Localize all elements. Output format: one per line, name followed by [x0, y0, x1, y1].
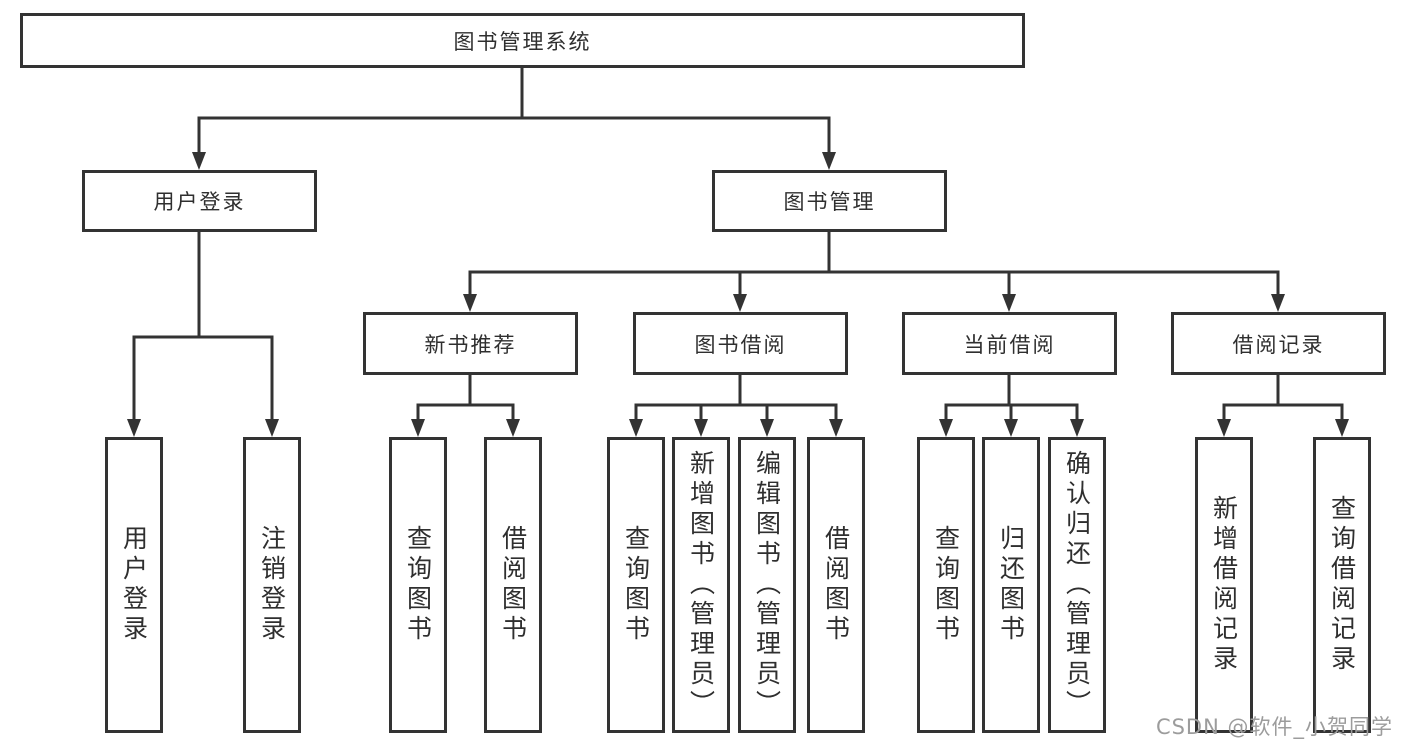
node-edit-book-admin-label: 编辑图书（管理员） — [752, 450, 782, 720]
node-current-borrow-label: 当前借阅 — [963, 332, 1056, 357]
watermark: CSDN @软件_小贺同学 — [1155, 715, 1393, 739]
node-book-borrow-label: 图书借阅 — [694, 332, 787, 357]
node-add-book-admin: 新增图书（管理员） — [672, 437, 730, 733]
node-query-books-borrow: 查询图书 — [607, 437, 665, 733]
node-borrow-records: 借阅记录 — [1171, 312, 1386, 375]
node-query-books-current-label: 查询图书 — [931, 525, 961, 645]
node-logout: 注销登录 — [243, 437, 301, 733]
node-book-management-label: 图书管理 — [783, 190, 876, 214]
node-query-borrow-record: 查询借阅记录 — [1313, 437, 1371, 733]
node-confirm-return-admin: 确认归还（管理员） — [1048, 437, 1106, 733]
node-logout-label: 注销登录 — [257, 525, 287, 645]
node-add-book-admin-label: 新增图书（管理员） — [686, 450, 716, 720]
node-confirm-return-admin-label: 确认归还（管理员） — [1062, 450, 1092, 720]
node-add-borrow-record-label: 新增借阅记录 — [1209, 495, 1239, 675]
node-query-books-borrow-label: 查询图书 — [621, 525, 651, 645]
node-borrow-books-recommend: 借阅图书 — [484, 437, 542, 733]
node-borrow-books: 借阅图书 — [807, 437, 865, 733]
node-login: 用户登录 — [105, 437, 163, 733]
node-query-books-recommend-label: 查询图书 — [403, 525, 433, 645]
node-add-borrow-record: 新增借阅记录 — [1195, 437, 1253, 733]
node-book-borrow: 图书借阅 — [633, 312, 848, 375]
node-return-book: 归还图书 — [982, 437, 1040, 733]
node-user-login: 用户登录 — [82, 170, 317, 232]
node-new-book-recommend-label: 新书推荐 — [424, 332, 517, 357]
node-return-book-label: 归还图书 — [996, 525, 1026, 645]
node-edit-book-admin: 编辑图书（管理员） — [738, 437, 796, 733]
node-borrow-books-label: 借阅图书 — [821, 525, 851, 645]
node-book-management: 图书管理 — [712, 170, 947, 232]
node-root-label: 图书管理系统 — [453, 29, 592, 54]
node-user-login-label: 用户登录 — [153, 190, 246, 214]
node-query-books-recommend: 查询图书 — [389, 437, 447, 733]
node-query-books-current: 查询图书 — [917, 437, 975, 733]
node-root: 图书管理系统 — [20, 13, 1025, 68]
node-query-borrow-record-label: 查询借阅记录 — [1327, 495, 1357, 675]
node-current-borrow: 当前借阅 — [902, 312, 1117, 375]
node-borrow-records-label: 借阅记录 — [1232, 332, 1325, 357]
node-new-book-recommend: 新书推荐 — [363, 312, 578, 375]
node-borrow-books-recommend-label: 借阅图书 — [498, 525, 528, 645]
node-login-label: 用户登录 — [119, 525, 149, 645]
